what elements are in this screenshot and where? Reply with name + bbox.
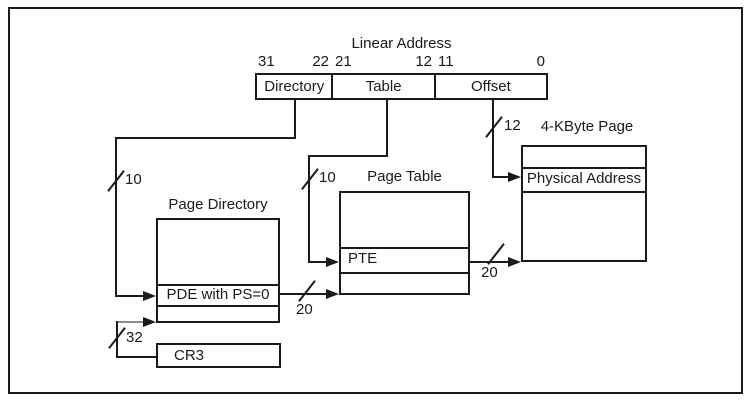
table-line-down bbox=[386, 99, 388, 157]
pde-entry-label: PDE with PS=0 bbox=[166, 286, 270, 303]
pte-arrow-shaft bbox=[470, 261, 510, 263]
page-row-divider-bottom bbox=[521, 191, 647, 193]
page-directory-title: Page Directory bbox=[168, 196, 268, 213]
bit-range-directory: 31 22 bbox=[255, 53, 332, 70]
page-directory-box bbox=[156, 218, 280, 323]
linear-address-field-table: Table bbox=[331, 75, 433, 98]
directory-arrowhead-icon bbox=[143, 291, 156, 301]
offset-arrow-shaft bbox=[492, 176, 510, 178]
directory-line-left bbox=[115, 137, 296, 139]
bit-label-11: 11 bbox=[438, 53, 454, 70]
bit-label-0: 0 bbox=[536, 53, 545, 70]
pte-entry-label: PTE bbox=[348, 250, 378, 267]
directory-arrow-shaft bbox=[115, 295, 145, 297]
page-directory-row-divider-top bbox=[156, 284, 280, 286]
pde-arrow-shaft bbox=[280, 293, 328, 295]
cr3-arrowhead-icon bbox=[143, 317, 156, 327]
bit-range-table: 21 12 bbox=[332, 53, 435, 70]
figure-border bbox=[8, 7, 743, 394]
bit-label-21: 21 bbox=[335, 53, 352, 70]
page-table-row-divider-bottom bbox=[339, 272, 470, 274]
page-table-title: Page Table bbox=[367, 168, 442, 185]
cr3-arrow-shaft bbox=[118, 321, 144, 323]
bit-label-12: 12 bbox=[415, 53, 432, 70]
directory-line-drop bbox=[115, 137, 117, 297]
table-line-left bbox=[308, 155, 388, 157]
bit-range-offset: 11 0 bbox=[435, 53, 548, 70]
cr3-bus-width: 32 bbox=[126, 329, 143, 346]
page-table-row-divider-top bbox=[339, 247, 470, 249]
offset-bus-width: 12 bbox=[504, 117, 521, 134]
pte-bus-width: 20 bbox=[481, 264, 498, 281]
page-row-divider-top bbox=[521, 167, 647, 169]
offset-line-down bbox=[492, 99, 494, 178]
pde-arrowhead-icon bbox=[326, 289, 339, 299]
offset-arrowhead-icon bbox=[508, 172, 521, 182]
physical-address-label: Physical Address bbox=[526, 170, 642, 187]
table-bus-width: 10 bbox=[319, 169, 336, 186]
cr3-line-up bbox=[116, 321, 118, 358]
cr3-box bbox=[156, 343, 281, 368]
linear-address-title: Linear Address bbox=[351, 35, 452, 52]
directory-line-down bbox=[294, 99, 296, 139]
bit-label-22: 22 bbox=[312, 53, 329, 70]
directory-bus-width: 10 bbox=[125, 171, 142, 188]
pde-bus-width: 20 bbox=[296, 301, 313, 318]
cr3-label: CR3 bbox=[174, 347, 205, 364]
cr3-line-left bbox=[116, 356, 156, 358]
table-line-drop bbox=[308, 155, 310, 263]
linear-address-field-directory: Directory bbox=[264, 78, 325, 95]
linear-address-field-offset: Offset bbox=[433, 75, 546, 98]
page-box bbox=[521, 145, 647, 262]
bit-label-31: 31 bbox=[258, 53, 275, 70]
linear-address-box: Directory Table Offset bbox=[255, 73, 548, 100]
page-directory-row-divider-bottom bbox=[156, 305, 280, 307]
page-table-box bbox=[339, 191, 470, 295]
pte-arrowhead-icon bbox=[508, 257, 521, 267]
page-title: 4-KByte Page bbox=[540, 118, 634, 135]
table-arrowhead-icon bbox=[326, 257, 339, 267]
table-arrow-shaft bbox=[308, 261, 330, 263]
